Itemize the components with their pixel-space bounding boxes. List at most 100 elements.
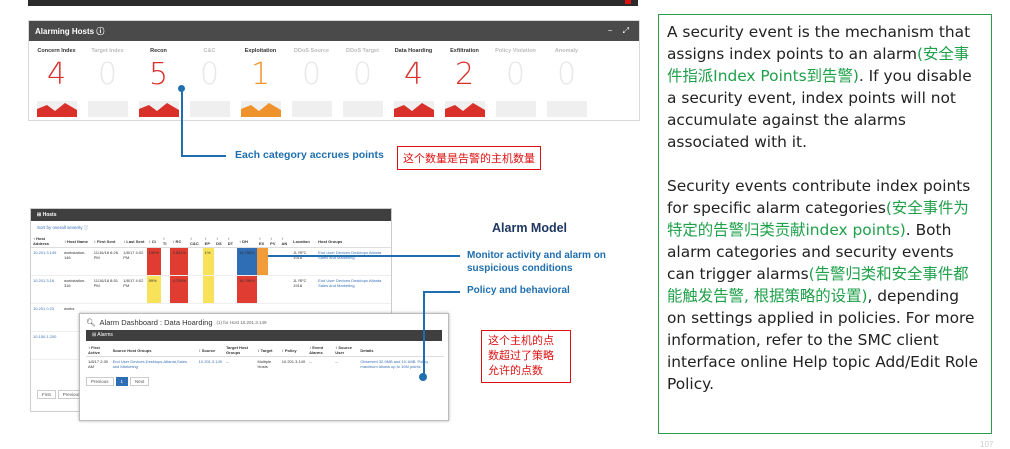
column-header[interactable]: ↕ TI <box>160 235 171 248</box>
column-header[interactable]: ↕ DH <box>237 235 257 248</box>
category-count[interactable]: 0 <box>556 57 577 92</box>
column-header[interactable]: ↕ Host Address <box>31 235 62 248</box>
column-header[interactable]: ↕ C&C <box>188 235 203 248</box>
category-count[interactable]: 2 <box>454 57 475 92</box>
table-cell[interactable]: 10.201.0.23 <box>31 303 62 332</box>
p1-cn: (安全事件指派Index Points到告警) <box>667 45 970 85</box>
category-label: Target Index <box>91 48 124 54</box>
category-column[interactable]: Target Index 0 <box>82 41 133 121</box>
sort-link[interactable]: Sort by overall severity ⓘ <box>37 225 89 230</box>
column-header[interactable]: ↕ EP <box>202 235 215 248</box>
column-header[interactable]: ↕ DS <box>214 235 226 248</box>
accrue-label: Each category accrues points <box>235 149 384 161</box>
category-count[interactable]: 1 <box>250 57 271 92</box>
column-header[interactable]: ↕ Event Alarms <box>307 344 334 357</box>
category-count[interactable]: 0 <box>352 57 373 92</box>
cell-source[interactable]: 10.201.3.149 <box>198 359 223 364</box>
alarming-hosts-title: Alarming Hosts ⓘ <box>35 26 105 36</box>
alarm-dashboard-overlay: 🔍︎ Alarm Dashboard : Data Hoarding (1) f… <box>79 313 449 421</box>
column-header[interactable]: Target Host Groups <box>224 344 256 357</box>
column-header[interactable]: ↕ RC <box>170 235 189 248</box>
category-count[interactable]: 0 <box>199 57 220 92</box>
category-label: Exfiltration <box>450 48 479 54</box>
column-header[interactable]: ↕ Source <box>196 344 225 357</box>
table-cell: 2,561% <box>170 247 189 276</box>
category-column[interactable]: Concern Index 4 <box>31 41 82 121</box>
table-cell <box>160 275 171 304</box>
table-cell <box>214 247 226 276</box>
connector-line <box>181 155 226 157</box>
column-header[interactable]: Location <box>291 235 317 248</box>
column-header[interactable]: ↕ Policy <box>279 344 308 357</box>
column-header[interactable]: ↕ Source User <box>333 344 359 357</box>
category-count[interactable]: 0 <box>97 57 118 92</box>
category-column[interactable]: Exploitation 1 <box>235 41 286 121</box>
category-label: Exploitation <box>244 48 277 54</box>
page-1-button[interactable]: 1 <box>115 377 129 386</box>
table-row[interactable]: 1/8/17 2:30 AM End User Devices,Desktops… <box>86 357 444 372</box>
sparkline <box>547 101 587 117</box>
previous-page-button[interactable]: Previous <box>86 377 114 386</box>
host-count-note: 这个数量是告警的主机数量 <box>397 146 541 170</box>
column-header[interactable]: Details <box>358 344 444 357</box>
table-cell: 4,759% <box>170 275 189 304</box>
category-count[interactable]: 4 <box>403 57 424 92</box>
category-label: Concern Index <box>37 48 76 54</box>
p2-text-c: , depending on settings applied in polic… <box>667 287 979 393</box>
panel-controls[interactable]: − ⤢ <box>607 26 633 35</box>
category-column[interactable]: Exfiltration 2 <box>439 41 490 121</box>
column-header[interactable]: ↕ EX <box>256 235 269 248</box>
column-header[interactable]: ↕ PV <box>268 235 280 248</box>
next-page-button[interactable]: Next <box>130 377 150 386</box>
column-header[interactable]: ↕ Host Name <box>61 235 92 248</box>
sparkline <box>394 101 434 117</box>
hosts-table-header-row: ↕ Host Address↕ Host Name↕ First Sent↕ L… <box>31 235 391 248</box>
category-count[interactable]: 5 <box>148 57 169 92</box>
column-header[interactable]: ↕ CI <box>146 235 161 248</box>
column-header[interactable]: Source Host Groups <box>110 344 197 357</box>
table-cell: JL RFC 1918 <box>291 275 317 304</box>
cell-details[interactable]: Observed 32.9MB and 10.1MB. Policy maxim… <box>360 359 429 369</box>
column-header[interactable]: ↕ First Sent <box>91 235 122 248</box>
table-cell: 16,789% <box>237 275 257 304</box>
sparkline <box>292 101 332 117</box>
column-header[interactable]: ↕ AN <box>279 235 292 248</box>
category-label: Policy Violation <box>495 48 536 54</box>
table-cell[interactable]: End User Devices Desktops Atlanta Sales … <box>316 275 391 304</box>
category-count[interactable]: 0 <box>301 57 322 92</box>
column-header[interactable]: ↕ DT <box>225 235 238 248</box>
table-cell: 99% <box>146 275 161 304</box>
category-column[interactable]: Policy Violation 0 <box>490 41 541 121</box>
table-cell[interactable]: End User Devices Desktops Atlanta Sales … <box>316 247 391 276</box>
table-cell[interactable]: 10.201.3.16 <box>31 275 62 304</box>
cell-source-groups[interactable]: End User Devices,Desktops,Atlanta,Sales … <box>112 359 188 369</box>
sparkline <box>496 101 536 117</box>
column-header[interactable]: Host Groups <box>316 235 391 248</box>
column-header[interactable]: ↕ Target <box>255 344 280 357</box>
table-cell <box>256 247 269 276</box>
dashboard-title: Alarm Dashboard : Data Hoarding <box>99 317 213 327</box>
dashboard-pager: Previous 1 Next <box>86 377 442 386</box>
table-cell <box>188 275 203 304</box>
table-cell[interactable]: 10.201.3.149 <box>31 247 62 276</box>
hosts-pager: First Previous <box>37 390 86 399</box>
category-count[interactable]: 0 <box>505 57 526 92</box>
column-header[interactable]: ↕ First Active <box>86 344 111 357</box>
first-page-button[interactable]: First <box>37 390 56 399</box>
p2-cn1: (安全事件为特定的告警归类贡献index points) <box>667 199 969 239</box>
connector-line <box>423 291 460 293</box>
category-count[interactable]: 4 <box>46 57 67 92</box>
sparkline <box>88 101 128 117</box>
table-cell[interactable]: 10.150.1.200 <box>31 331 62 360</box>
column-header[interactable]: ↕ Last Sent <box>121 235 147 248</box>
